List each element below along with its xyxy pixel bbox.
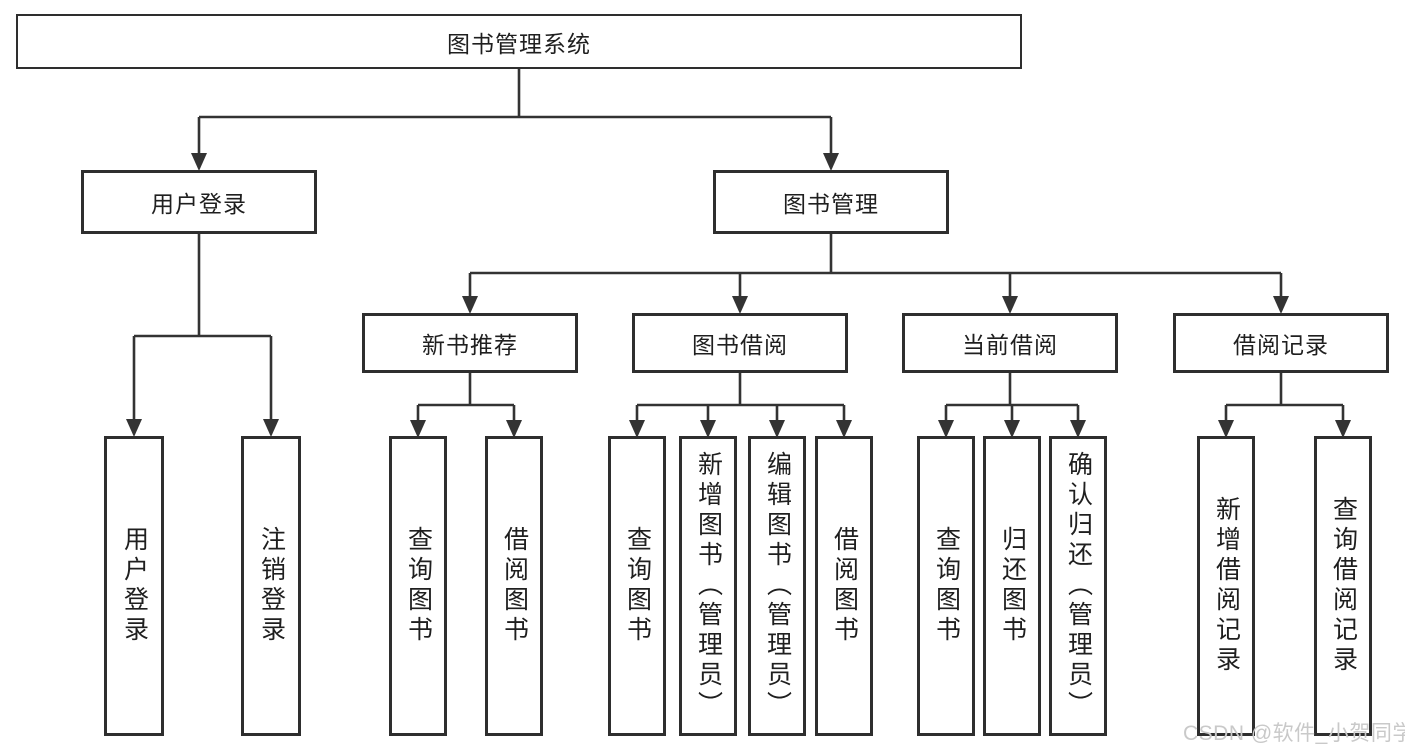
node-label: 新增图书（管理员） bbox=[694, 451, 723, 721]
node-current-borrowing: 当前借阅 bbox=[902, 313, 1118, 373]
node-book-borrowing: 图书借阅 bbox=[632, 313, 848, 373]
node-book-management: 图书管理 bbox=[713, 170, 949, 234]
node-borrow-books-borrowing: 借阅图书 bbox=[815, 436, 873, 736]
watermark: CSDN @软件_小贺同学 bbox=[1183, 722, 1405, 745]
node-query-books-borrowing: 查询图书 bbox=[608, 436, 666, 736]
node-query-books-current: 查询图书 bbox=[917, 436, 975, 736]
node-library-management-system: 图书管理系统 bbox=[16, 14, 1022, 69]
node-label: 确认归还（管理员） bbox=[1064, 451, 1093, 721]
node-query-books-recommend: 查询图书 bbox=[389, 436, 447, 736]
node-return-books: 归还图书 bbox=[983, 436, 1041, 736]
node-label: 图书借阅 bbox=[692, 332, 788, 358]
node-label: 新增借阅记录 bbox=[1212, 496, 1241, 676]
node-label: 用户登录 bbox=[151, 191, 247, 217]
node-label: 查询图书 bbox=[932, 526, 961, 646]
node-add-borrow-record: 新增借阅记录 bbox=[1197, 436, 1255, 736]
node-label: 注销登录 bbox=[257, 526, 286, 646]
node-label: 编辑图书（管理员） bbox=[763, 451, 792, 721]
node-label: 图书管理系统 bbox=[447, 30, 591, 57]
node-label: 图书管理 bbox=[783, 191, 879, 217]
node-add-book-admin: 新增图书（管理员） bbox=[679, 436, 737, 736]
node-label: 查询图书 bbox=[623, 526, 652, 646]
node-user-login: 用户登录 bbox=[104, 436, 164, 736]
node-logout: 注销登录 bbox=[241, 436, 301, 736]
node-confirm-return-admin: 确认归还（管理员） bbox=[1049, 436, 1107, 736]
node-label: 新书推荐 bbox=[422, 332, 518, 358]
node-label: 查询借阅记录 bbox=[1329, 496, 1358, 676]
node-label: 用户登录 bbox=[120, 526, 149, 646]
node-borrow-books-recommend: 借阅图书 bbox=[485, 436, 543, 736]
node-query-borrow-record: 查询借阅记录 bbox=[1314, 436, 1372, 736]
node-label: 借阅记录 bbox=[1233, 332, 1329, 358]
node-user-login-branch: 用户登录 bbox=[81, 170, 317, 234]
node-borrowing-records: 借阅记录 bbox=[1173, 313, 1389, 373]
node-label: 归还图书 bbox=[998, 526, 1027, 646]
node-label: 当前借阅 bbox=[962, 332, 1058, 358]
node-label: 借阅图书 bbox=[830, 526, 859, 646]
node-edit-book-admin: 编辑图书（管理员） bbox=[748, 436, 806, 736]
node-label: 借阅图书 bbox=[500, 526, 529, 646]
node-label: 查询图书 bbox=[404, 526, 433, 646]
node-new-book-recommend: 新书推荐 bbox=[362, 313, 578, 373]
